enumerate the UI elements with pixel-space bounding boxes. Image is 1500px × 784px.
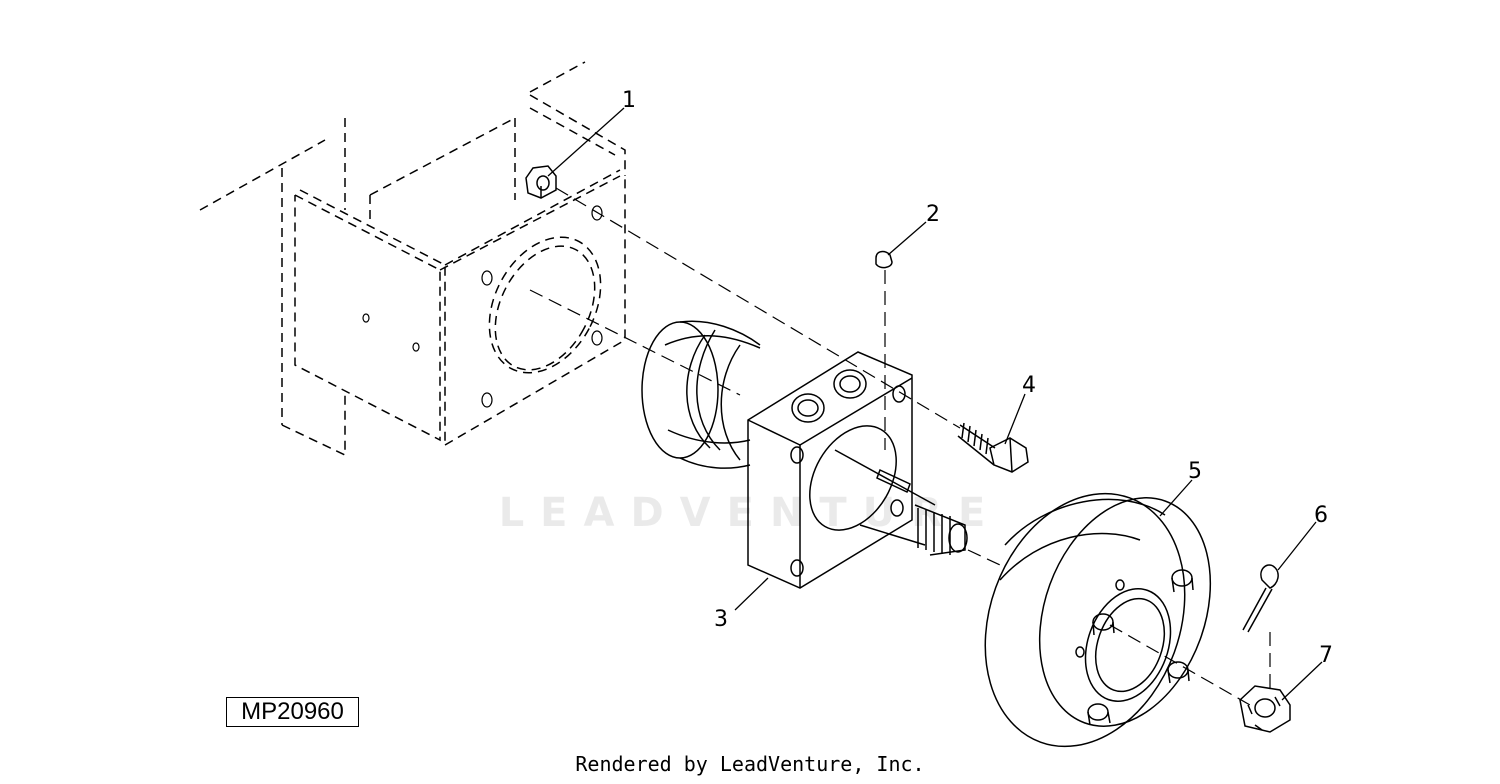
- bracket-holes: [362, 205, 603, 408]
- callout-4: 4: [1022, 373, 1036, 398]
- cotter-pin-part-6: [1242, 564, 1279, 633]
- mounting-bracket: [199, 61, 626, 457]
- watermark-text: LEADVENTURE: [498, 490, 1002, 536]
- bolt-part-4: [957, 422, 1029, 473]
- callout-7: 7: [1319, 643, 1333, 668]
- hydraulic-motor-part-3: [641, 320, 968, 589]
- callout-1: 1: [622, 88, 636, 113]
- leader-lines: [547, 107, 1323, 701]
- castle-nut-part-7: [1239, 685, 1291, 733]
- assembly-lines: [529, 187, 1271, 706]
- key-part-2: [875, 250, 893, 269]
- wheel-hub-part-5: [984, 492, 1212, 748]
- callout-5: 5: [1188, 459, 1202, 484]
- callout-3: 3: [714, 607, 728, 632]
- callout-2: 2: [926, 202, 940, 227]
- render-credit: Rendered by LeadVenture, Inc.: [575, 752, 925, 776]
- callout-labels: 1 2 3 4 5 6 7: [622, 88, 1333, 668]
- callout-6: 6: [1314, 503, 1328, 528]
- nut-part-1: [525, 165, 557, 199]
- figure-id-label: MP20960: [226, 697, 359, 727]
